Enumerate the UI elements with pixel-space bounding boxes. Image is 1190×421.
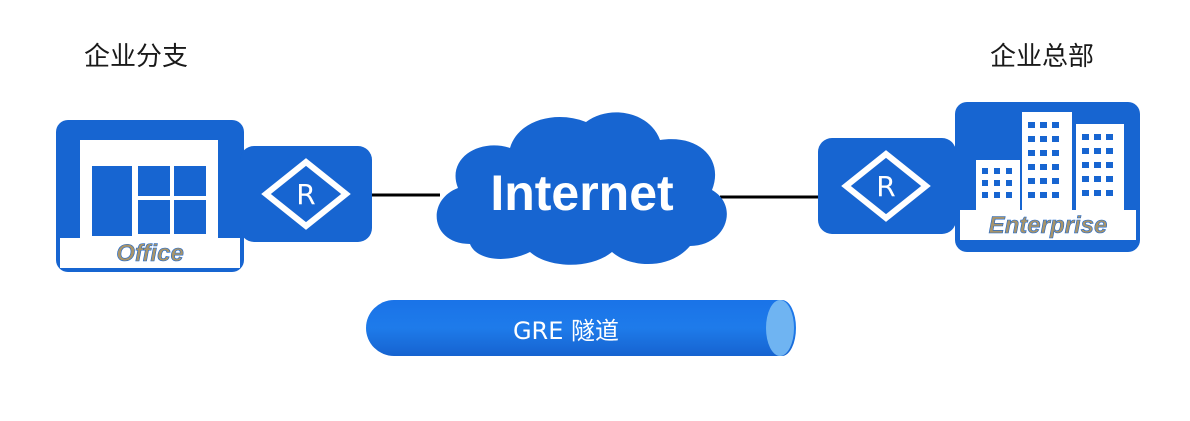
internet-label: Internet	[490, 165, 674, 221]
enterprise-label: Enterprise	[989, 212, 1108, 239]
office-building-icon: Office	[56, 120, 244, 272]
internet-cloud-icon: Internet	[436, 112, 727, 265]
router-icon: R	[240, 146, 372, 242]
gre-tunnel-pipe	[366, 300, 796, 356]
router-glyph-hq: R	[876, 170, 895, 203]
enterprise-buildings-icon: Enterprise	[955, 102, 1140, 252]
router-glyph-branch: R	[296, 178, 315, 211]
router-icon: R	[818, 138, 956, 234]
headquarters-site-label: 企业总部	[990, 42, 1095, 72]
office-label: Office	[116, 240, 184, 267]
gre-tunnel-label: GRE 隧道	[512, 316, 620, 345]
branch-site-label: 企业分支	[84, 42, 189, 72]
